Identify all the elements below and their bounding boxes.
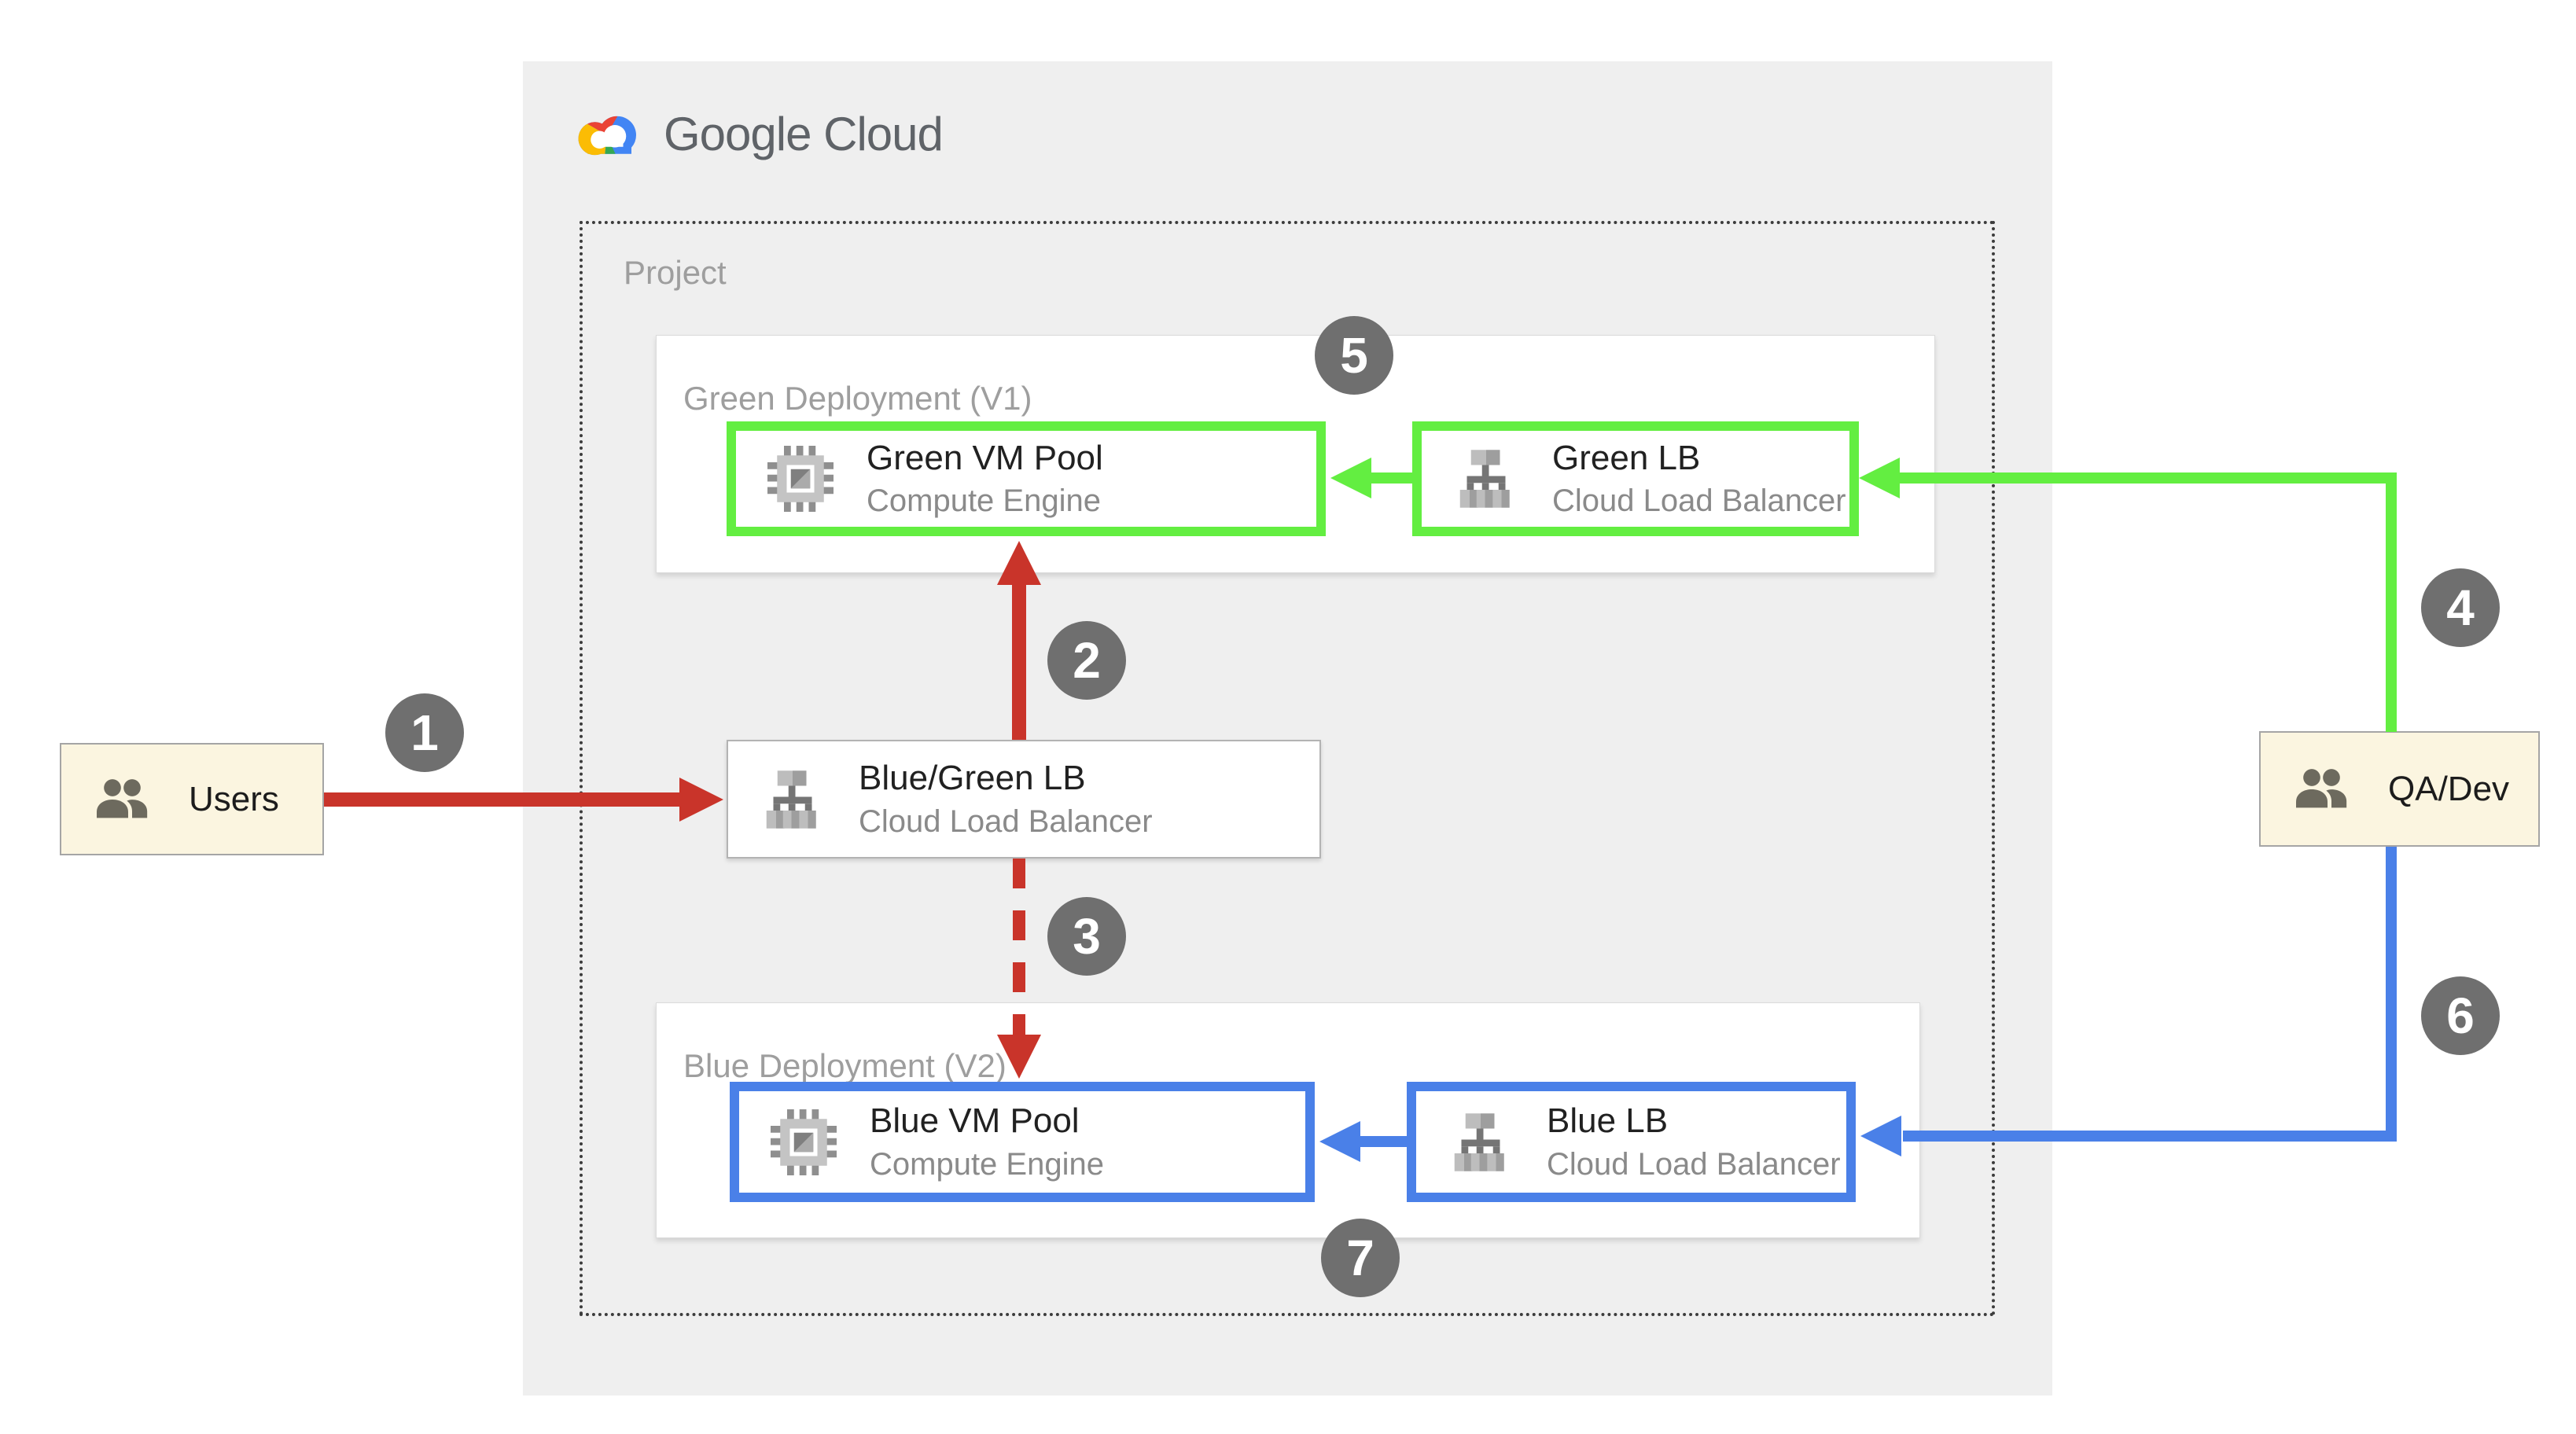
edge-green-lb-to-green-vm (1371, 472, 1412, 484)
step-badge-3: 3 (1047, 897, 1126, 976)
project-container: Project (580, 221, 1995, 1316)
arrowhead-right-icon (679, 778, 723, 822)
node-subtitle: Cloud Load Balancer (1547, 1146, 1841, 1182)
node-green-lb: Green LB Cloud Load Balancer (1412, 421, 1859, 536)
node-title: Blue LB (1547, 1101, 1669, 1141)
step-badge-2: 2 (1047, 621, 1126, 700)
edge-bluegreen-lb-to-blue-vm-dashed (1013, 859, 1025, 1035)
node-title: Green LB (1552, 438, 1701, 477)
compute-engine-icon (771, 1109, 837, 1175)
edge-bluegreen-lb-to-green-vm (1012, 583, 1026, 740)
arrowhead-up-icon (997, 541, 1041, 585)
node-subtitle: Cloud Load Balancer (1552, 484, 1846, 519)
step-badge-1: 1 (385, 693, 464, 772)
actor-users-label: Users (189, 779, 279, 818)
users-icon (97, 778, 148, 818)
step-badge-5: 5 (1315, 316, 1393, 395)
google-cloud-wordmark: Google Cloud (664, 108, 944, 160)
actor-qadev-label: QA/Dev (2388, 769, 2510, 808)
edge-qadev-to-blue-lb-vertical (2386, 847, 2397, 1142)
step-badge-4: 4 (2421, 568, 2500, 647)
step-badge-6: 6 (2421, 976, 2500, 1055)
node-title: Blue VM Pool (870, 1101, 1080, 1141)
arrowhead-left-icon (1330, 458, 1371, 498)
users-icon (2296, 768, 2347, 807)
node-blue-lb: Blue LB Cloud Load Balancer (1407, 1082, 1856, 1202)
group-blue-label: Blue Deployment (V2) (683, 1047, 1006, 1084)
compute-engine-icon (767, 446, 834, 512)
actor-qadev: QA/Dev (2259, 731, 2540, 847)
arrowhead-down-icon (997, 1035, 1041, 1079)
project-label: Project (624, 254, 727, 291)
load-balancer-icon (1459, 450, 1510, 508)
node-title: Blue/Green LB (859, 759, 1086, 798)
arrowhead-left-icon (1859, 458, 1900, 498)
node-subtitle: Cloud Load Balancer (859, 803, 1153, 839)
google-cloud-cloud-icon (578, 116, 636, 155)
arrowhead-left-icon (1860, 1116, 1901, 1156)
load-balancer-icon (1454, 1112, 1504, 1171)
google-cloud-logo: Google Cloud (572, 107, 944, 161)
group-green-label: Green Deployment (V1) (683, 380, 1032, 417)
node-title: Green VM Pool (867, 438, 1103, 477)
edge-qadev-to-green-lb-vertical (2386, 472, 2397, 732)
node-green-vm-pool: Green VM Pool Compute Engine (727, 421, 1326, 536)
node-bluegreen-lb: Blue/Green LB Cloud Load Balancer (727, 740, 1321, 859)
arrowhead-left-icon (1319, 1121, 1360, 1162)
edge-qadev-to-green-lb-horizontal (1900, 472, 2397, 484)
node-subtitle: Compute Engine (867, 484, 1101, 519)
edge-blue-lb-to-blue-vm (1360, 1136, 1407, 1147)
actor-users: Users (60, 743, 324, 855)
node-subtitle: Compute Engine (870, 1146, 1104, 1182)
load-balancer-icon (766, 770, 816, 829)
edge-qadev-to-blue-lb-horizontal (1903, 1131, 2397, 1142)
step-badge-7: 7 (1321, 1219, 1400, 1297)
edge-users-to-bluegreen-lb (324, 792, 679, 807)
node-blue-vm-pool: Blue VM Pool Compute Engine (730, 1082, 1315, 1202)
